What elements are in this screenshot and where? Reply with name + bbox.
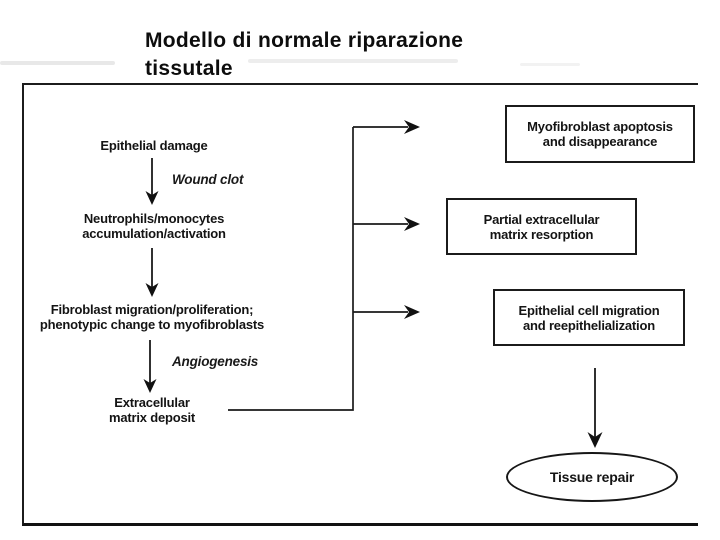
arrow-down-icon [143,340,157,393]
scan-artifact [520,63,580,66]
connector-line [228,127,354,411]
box-matrix-resorption: Partial extracellular matrix resorption [446,198,637,255]
label-angiogenesis: Angiogenesis [172,354,259,369]
scan-artifact [0,61,115,65]
label-wound-clot: Wound clot [172,172,244,187]
arrow-right-icon [353,305,420,319]
box-myofibroblast-apoptosis: Myofibroblast apoptosis and disappearanc… [505,105,695,163]
arrow-down-icon [145,248,159,297]
node-matrix-deposit: Extracellular matrix deposit [108,395,196,425]
node-fibroblast-migration: Fibroblast migration/proliferation; phen… [39,302,265,332]
arrow-down-icon [145,158,159,205]
slide-title: Modello di normale riparazione tissutale [145,29,464,80]
node-epithelial-damage: Epithelial damage [100,138,208,153]
arrow-down-icon [587,368,603,448]
scan-artifact [248,59,458,63]
ellipse-tissue-repair: Tissue repair [506,452,678,502]
node-neutrophils-monocytes: Neutrophils/monocytes accumulation/activ… [82,211,226,241]
box-epithelial-migration: Epithelial cell migration and reepitheli… [493,289,685,346]
arrow-right-icon [353,217,420,231]
arrow-right-icon [353,120,420,134]
figure-frame [22,83,698,526]
